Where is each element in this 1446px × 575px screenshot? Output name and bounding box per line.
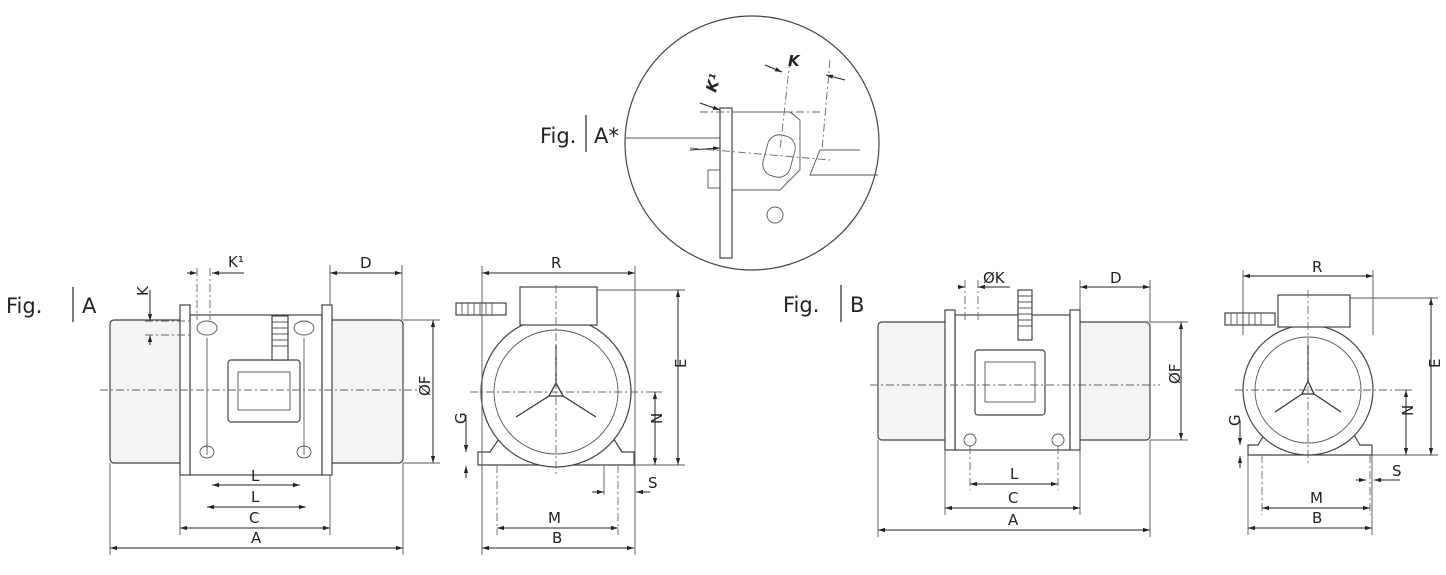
svg-text:K: K [134, 285, 152, 296]
svg-text:M: M [1310, 489, 1323, 507]
svg-text:C: C [1008, 489, 1018, 507]
svg-text:Fig.: Fig. [783, 293, 819, 317]
svg-text:E: E [672, 359, 690, 368]
fig-a-front-view: R E N G M B S [452, 254, 690, 555]
svg-text:L: L [251, 488, 260, 506]
svg-text:K: K [788, 52, 801, 70]
svg-text:G: G [1226, 414, 1244, 426]
svg-text:G: G [452, 412, 470, 424]
svg-text:ØF: ØF [1166, 364, 1184, 384]
fig-a-label: Fig. A [6, 287, 97, 322]
svg-text:N: N [648, 413, 666, 424]
svg-text:B: B [1312, 509, 1322, 527]
svg-text:L: L [251, 467, 260, 485]
svg-text:R: R [551, 254, 561, 272]
svg-text:B: B [850, 293, 864, 317]
svg-text:ØK: ØK [983, 269, 1006, 287]
svg-text:K¹: K¹ [228, 253, 244, 271]
svg-text:B: B [552, 529, 562, 547]
fig-b-front-view: R E N G M B S [1224, 258, 1444, 535]
svg-text:S: S [1392, 462, 1402, 480]
svg-text:R: R [1312, 258, 1322, 276]
svg-text:D: D [1110, 269, 1122, 287]
svg-text:S: S [648, 474, 658, 492]
svg-text:E: E [1426, 359, 1444, 368]
svg-text:D: D [360, 254, 372, 272]
svg-text:M: M [548, 509, 561, 527]
svg-text:A: A [251, 529, 262, 547]
svg-text:C: C [249, 509, 259, 527]
svg-text:ØF: ØF [416, 376, 434, 396]
svg-text:A*: A* [594, 124, 619, 148]
svg-text:Fig.: Fig. [540, 124, 576, 148]
fig-a-star-label: Fig. A* [540, 115, 619, 152]
fig-a-side-view: A C L L D K¹ K ØF [100, 253, 440, 555]
svg-text:A: A [82, 294, 97, 318]
svg-text:K¹: K¹ [702, 72, 724, 94]
fig-b-side-view: A C L ØK D ØF [870, 269, 1188, 537]
svg-text:Fig.: Fig. [6, 294, 42, 318]
svg-text:A: A [1008, 511, 1019, 529]
svg-text:L: L [1010, 465, 1019, 483]
fig-b-label: Fig. B [783, 285, 864, 322]
svg-text:N: N [1399, 405, 1417, 416]
fig-a-star-detail: K K¹ [624, 15, 880, 271]
